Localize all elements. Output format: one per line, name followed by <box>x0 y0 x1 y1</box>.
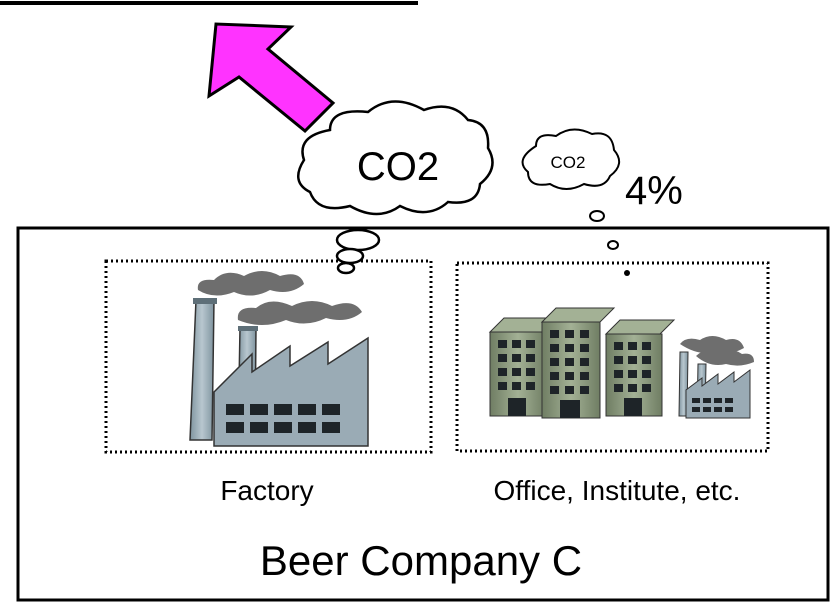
office-illustration <box>488 307 754 419</box>
emission-arrow <box>207 22 336 134</box>
large-co2-cloud <box>297 100 494 275</box>
large-cloud-label: CO2 <box>357 145 439 189</box>
company-box <box>16 226 830 602</box>
factory-label: Factory <box>220 475 313 506</box>
small-co2-cloud <box>521 128 630 276</box>
offices-label: Office, Institute, etc. <box>494 475 741 506</box>
percent-label: 4% <box>625 169 683 213</box>
factory-illustration <box>189 271 369 447</box>
factory-frame <box>104 259 433 454</box>
small-cloud-label: CO2 <box>551 153 586 172</box>
offices-frame <box>455 261 770 453</box>
company-title: Beer Company C <box>260 537 582 584</box>
